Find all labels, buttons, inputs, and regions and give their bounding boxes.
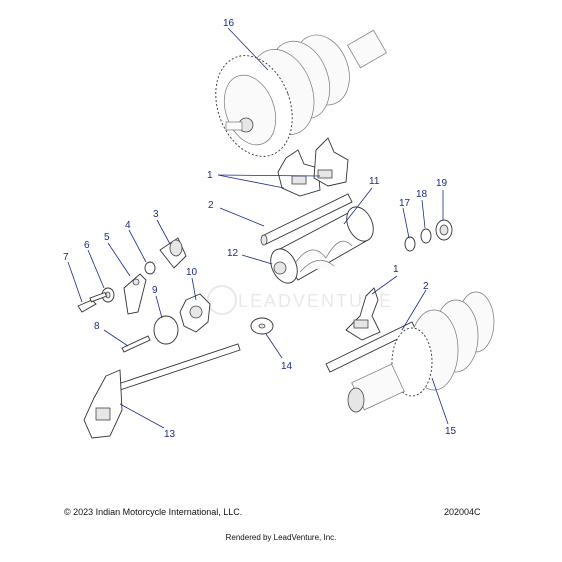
rendered-by-credit: Rendered by LeadVenture, Inc. xyxy=(225,533,337,542)
copyright-notice: © 2023 Indian Motorcycle International, … xyxy=(64,507,243,517)
callout-1-upper: 1 xyxy=(207,170,213,181)
diagram-code: 202004C xyxy=(444,507,481,517)
callout-19: 19 xyxy=(436,178,448,189)
part-19-bearing xyxy=(435,219,453,241)
callout-1-lower: 1 xyxy=(393,264,399,275)
callout-7: 7 xyxy=(63,252,69,263)
callout-6: 6 xyxy=(84,240,90,251)
callout-16: 16 xyxy=(223,18,235,29)
callout-13: 13 xyxy=(164,429,176,440)
callout-18: 18 xyxy=(416,189,428,200)
part-2-upper-shift-rod xyxy=(260,193,353,246)
part-8-pin xyxy=(121,335,151,353)
callout-8: 8 xyxy=(94,321,100,332)
leader-lines xyxy=(67,27,449,429)
callouts: 16 1 2 11 12 17 18 19 3 4 5 6 7 8 9 10 1… xyxy=(63,18,457,440)
callout-3: 3 xyxy=(153,209,159,220)
part-4-spacer xyxy=(144,261,156,275)
part-3-shift-arm xyxy=(159,237,187,269)
part-14-washer xyxy=(250,317,274,335)
callout-4: 4 xyxy=(125,220,131,231)
callout-12: 12 xyxy=(227,248,239,259)
part-18-circlip xyxy=(420,228,432,244)
callout-10: 10 xyxy=(186,267,198,278)
part-11-12-shift-drum xyxy=(270,206,374,284)
callout-17: 17 xyxy=(399,198,411,209)
part-1-lower-shift-fork xyxy=(345,287,381,341)
svg-text:LEADVENTURE: LEADVENTURE xyxy=(238,291,393,311)
part-17-washer xyxy=(404,236,416,252)
callout-15: 15 xyxy=(445,426,457,437)
callout-2-upper: 2 xyxy=(208,200,214,211)
part-9-cam-plate xyxy=(153,315,179,345)
part-7-bolt xyxy=(77,291,107,313)
watermark: LEADVENTURE xyxy=(207,285,393,315)
part-13-shift-shaft xyxy=(83,343,241,439)
callout-2-lower: 2 xyxy=(423,281,429,292)
part-5-stopper-arm xyxy=(123,273,147,315)
part-10-star-segment xyxy=(179,293,211,333)
callout-14: 14 xyxy=(281,361,293,372)
part-15-lower-gear-cluster xyxy=(347,291,495,413)
callout-9: 9 xyxy=(152,285,158,296)
callout-5: 5 xyxy=(104,232,110,243)
callout-11: 11 xyxy=(369,176,380,187)
part-16-upper-gear-cluster xyxy=(215,29,387,157)
part-1-upper-shift-forks xyxy=(277,137,349,197)
